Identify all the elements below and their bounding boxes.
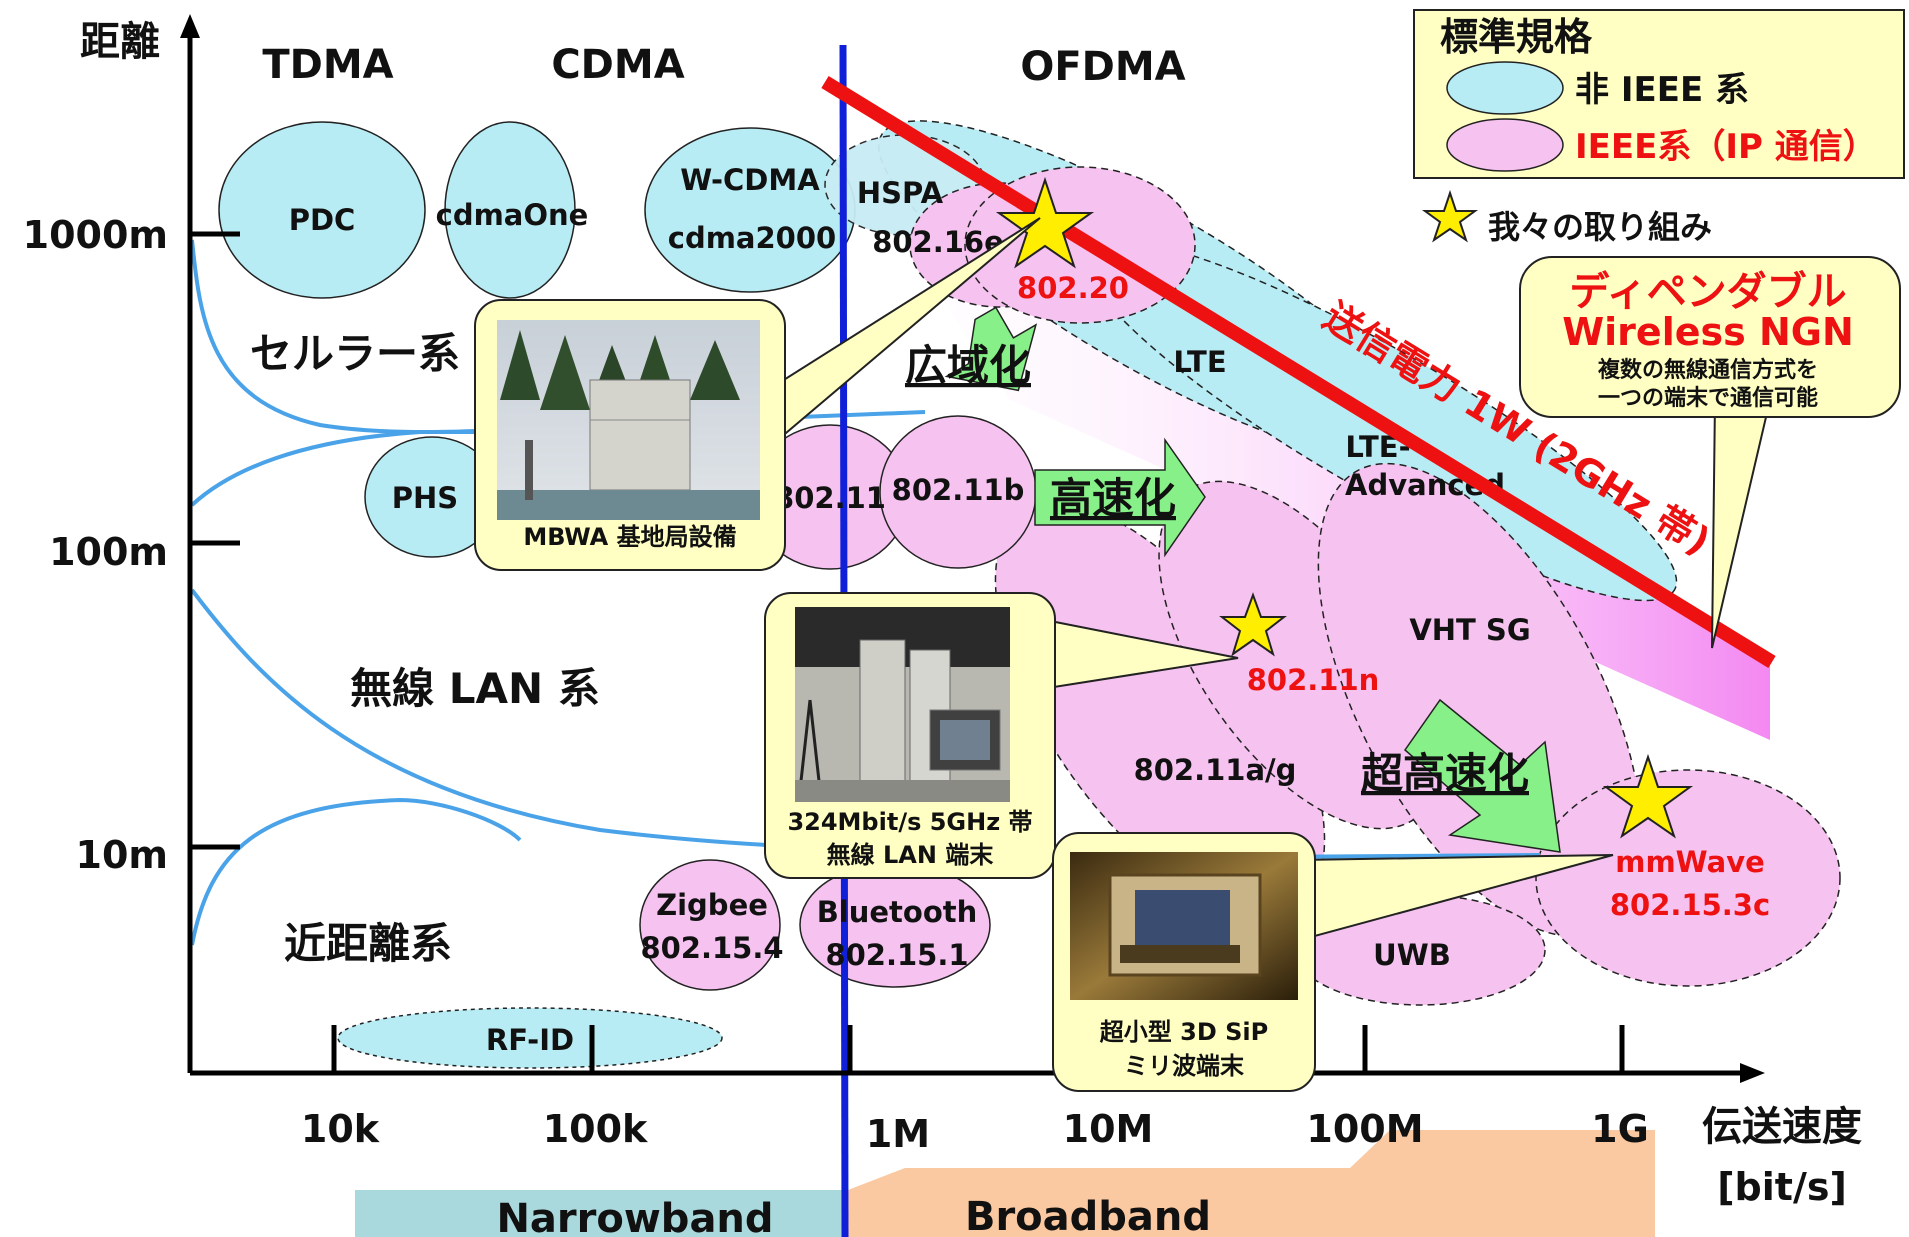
- x-tick-10k: 10k: [301, 1107, 380, 1151]
- wcdma-ellipse: [644, 127, 856, 293]
- ngn-callout: [1519, 256, 1901, 418]
- label-mmwave: mmWave: [1615, 845, 1765, 879]
- access-tdma: TDMA: [262, 42, 393, 88]
- label-pdc: PDC: [289, 203, 356, 237]
- x-tick-1G: 1G: [1591, 1107, 1649, 1151]
- label-802-15-3c: 802.15.3c: [1610, 888, 1770, 922]
- label-802-11b: 802.11b: [892, 473, 1025, 507]
- label-802-11: 802.11: [774, 481, 886, 515]
- label-802-15-4: 802.15.4: [640, 931, 783, 965]
- short-range-curve: [190, 797, 522, 946]
- ngn-title-1: ディペンダブル: [1569, 269, 1846, 315]
- mmwave-ellipse: [1535, 769, 1841, 987]
- legend-non-ieee-swatch: [1446, 61, 1564, 115]
- legend-star-label: 我々の取り組み: [1488, 208, 1712, 246]
- pdc-ellipse: [218, 121, 426, 299]
- legend-title: 標準規格: [1440, 15, 1593, 59]
- mbwa-caption: MBWA 基地局設備: [523, 523, 736, 551]
- narrowband-label: Narrowband: [496, 1196, 773, 1237]
- x-axis-label-2: [bit/s]: [1717, 1165, 1847, 1209]
- high-speed-label: 高速化: [1050, 474, 1176, 523]
- label-802-11n: 802.11n: [1247, 663, 1380, 697]
- label-vht: VHT SG: [1409, 613, 1530, 647]
- label-802-20: 802.20: [1017, 271, 1129, 305]
- label-cdma2000: cdma2000: [668, 221, 836, 255]
- wide-area-arrow: [944, 306, 1038, 392]
- label-zigbee: Zigbee: [656, 888, 768, 922]
- mbwa-photo: [497, 320, 760, 520]
- ngn-callout-pointer: [1711, 399, 1772, 649]
- wlan-caption-2: 無線 LAN 端末: [827, 841, 995, 869]
- category-wlan: 無線 LAN 系: [350, 664, 600, 713]
- sip-caption-2: ミリ波端末: [1124, 1052, 1245, 1080]
- y-tick-10m: 10m: [76, 833, 168, 877]
- label-rfid: RF-ID: [486, 1023, 574, 1057]
- wlan-caption-1: 324Mbit/s 5GHz 帯: [787, 808, 1032, 836]
- label-wcdma: W-CDMA: [680, 163, 820, 197]
- zigbee-ellipse: [639, 859, 781, 991]
- sip-photo: [1070, 852, 1298, 1000]
- access-cdma: CDMA: [551, 42, 684, 88]
- label-802-15-1: 802.15.1: [825, 938, 968, 972]
- high-speed-arrow: [1034, 437, 1206, 558]
- ngn-title-2: Wireless NGN: [1562, 310, 1854, 354]
- star-mmwave-icon: [1602, 753, 1694, 839]
- x-axis-arrow: [1740, 1063, 1765, 1083]
- x-tick-100M: 100M: [1306, 1107, 1423, 1151]
- wlan-upper-curve: [190, 430, 530, 507]
- access-ofdma: OFDMA: [1020, 44, 1185, 90]
- power-line: [821, 76, 1776, 668]
- sip-caption-1: 超小型 3D SiP: [1100, 1018, 1268, 1046]
- legend-non-ieee-label: 非 IEEE 系: [1575, 70, 1749, 110]
- x-tick-100k: 100k: [543, 1107, 648, 1151]
- label-lte: LTE: [1173, 345, 1226, 379]
- wide-area-label: 広域化: [905, 341, 1031, 390]
- label-bluetooth: Bluetooth: [817, 895, 978, 929]
- star-802-20-icon: [995, 176, 1095, 269]
- x-axis-label-1: 伝送速度: [1702, 1104, 1862, 1150]
- ngn-desc-1: 複数の無線通信方式を: [1598, 357, 1818, 383]
- ultra-high-speed-arrow: [1403, 698, 1561, 853]
- x-tick-1M: 1M: [866, 1112, 930, 1156]
- label-uwb: UWB: [1373, 938, 1451, 972]
- y-tick-100m: 100m: [49, 530, 168, 574]
- broadband-bar: [848, 1130, 1655, 1237]
- wlan-photo: [795, 607, 1010, 802]
- label-phs: PHS: [392, 481, 458, 515]
- rfid-ellipse: [337, 1007, 723, 1069]
- y-tick-1000m: 1000m: [23, 213, 168, 257]
- label-hspa: HSPA: [857, 176, 944, 210]
- legend-ieee-swatch: [1446, 118, 1564, 172]
- ngn-desc-2: 一つの端末で通信可能: [1598, 385, 1818, 411]
- label-802-11ag: 802.11a/g: [1134, 753, 1297, 787]
- legend-ieee-label: IEEE系（IP 通信）: [1575, 127, 1877, 167]
- label-cdmaone: cdmaOne: [436, 198, 589, 232]
- y-axis-label: 距離: [80, 19, 160, 65]
- ultra-high-speed-label: 超高速化: [1361, 749, 1529, 798]
- category-short-range: 近距離系: [284, 919, 452, 968]
- y-axis-arrow: [180, 14, 200, 38]
- narrowband-bar: [355, 1190, 845, 1237]
- label-802-16e: 802.16e: [872, 225, 1004, 259]
- star-802-11n-icon: [1219, 592, 1287, 657]
- cdmaone-ellipse: [444, 121, 576, 299]
- x-tick-10M: 10M: [1063, 1107, 1154, 1151]
- legend-star-icon: [1421, 189, 1479, 243]
- category-cellular: セルラー系: [250, 329, 460, 378]
- broadband-label: Broadband: [965, 1194, 1211, 1237]
- y-ticks: [190, 231, 240, 850]
